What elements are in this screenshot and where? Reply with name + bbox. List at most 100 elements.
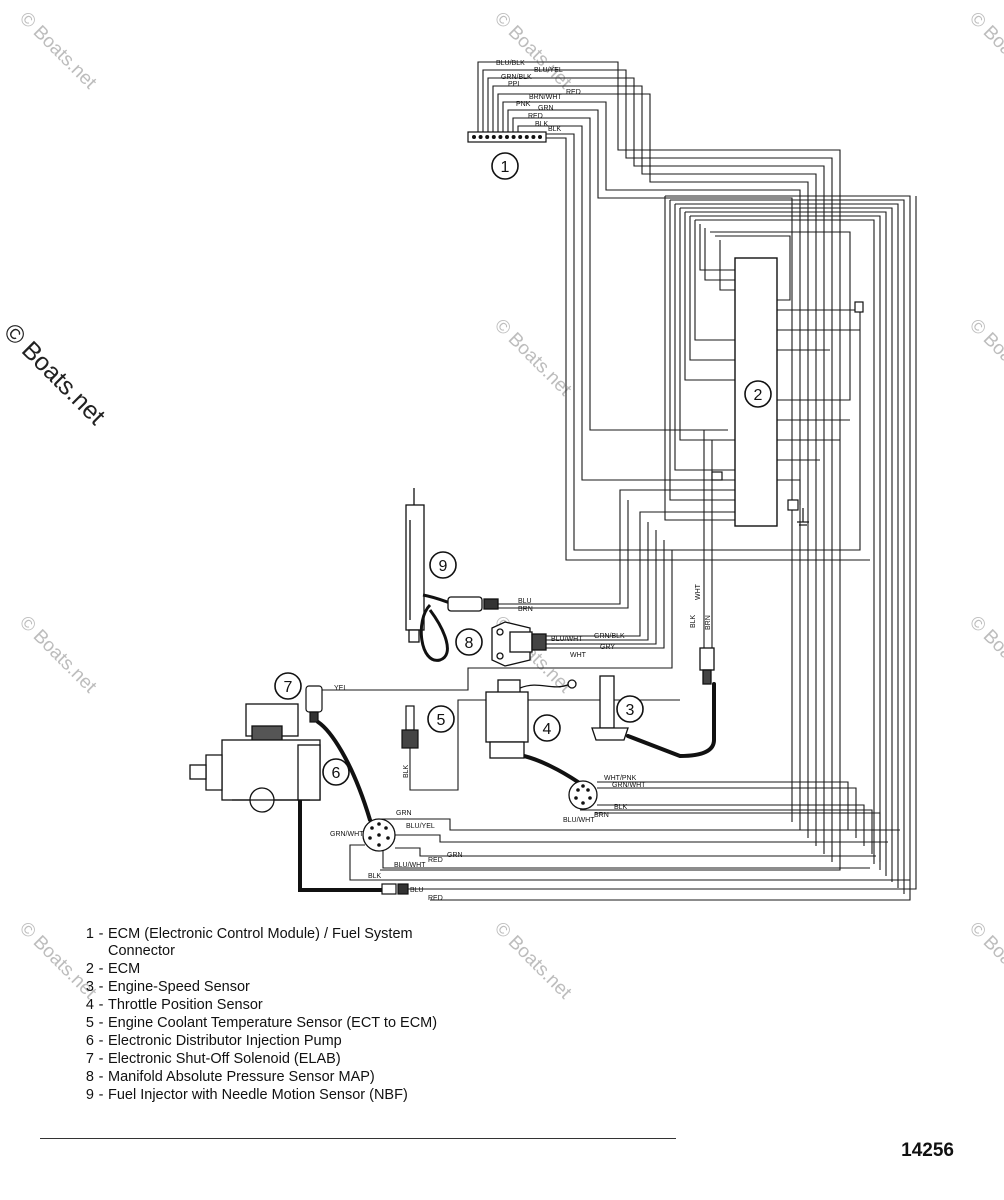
harness-wire	[507, 109, 793, 822]
ecm-fuel-system-connector	[467, 131, 547, 143]
harness-wire	[322, 550, 673, 691]
harness-wire	[409, 699, 680, 791]
sensor-cable	[316, 720, 372, 822]
legend-dash: -	[98, 979, 104, 995]
legend-text: Fuel Injector with Needle Motion Sensor …	[108, 1087, 408, 1103]
legend-item: 9-Fuel Injector with Needle Motion Senso…	[60, 1087, 480, 1104]
wire-label-speed: BRN	[705, 615, 712, 630]
svg-text:5: 5	[437, 712, 446, 729]
svg-text:4: 4	[543, 721, 552, 738]
harness-wire	[482, 69, 833, 862]
harness-wire	[487, 77, 825, 854]
throttle-position-sensor	[485, 679, 577, 759]
legend-text: Throttle Position Sensor	[108, 997, 263, 1013]
legend-dash: -	[98, 1015, 104, 1031]
wire-label-connector: BLK	[548, 126, 562, 133]
wire-label-connector: PPL	[508, 81, 521, 88]
wire-label-pump: BLK	[368, 873, 382, 880]
legend-item: 6-Electronic Distributor Injection Pump	[60, 1033, 480, 1050]
pump-connector	[362, 818, 396, 852]
map-sensor	[491, 621, 547, 667]
legend-item: 1-ECM (Electronic Control Module) / Fuel…	[60, 926, 480, 960]
watermark: © Boats.net	[490, 918, 576, 1004]
legend-item: 2-ECM	[60, 961, 480, 978]
legend-number: 6	[85, 1033, 94, 1049]
legend-dash: -	[98, 1087, 104, 1103]
callout-4: 4	[533, 714, 561, 742]
harness-wire	[597, 804, 865, 846]
harness-wire	[685, 211, 887, 876]
harness-wire	[694, 220, 735, 341]
legend-item: 5-Engine Coolant Temperature Sensor (ECT…	[60, 1015, 480, 1032]
harness-wire	[595, 812, 881, 862]
wire-label-map: BLU/WHT	[551, 636, 583, 643]
harness-wire	[669, 200, 735, 501]
wire-label-connector: RED	[566, 89, 581, 96]
wire-label-solenoid: YEL	[334, 685, 347, 692]
harness-wire	[498, 489, 735, 605]
divider-rule	[40, 1138, 676, 1139]
callout-1: 1	[491, 152, 519, 180]
wire-label-pump: GRN/WHT	[330, 831, 364, 838]
harness-wire	[695, 219, 875, 864]
svg-text:7: 7	[284, 679, 293, 696]
wire-label-injector: BRN	[518, 606, 533, 613]
harness-wire	[580, 809, 873, 854]
legend-dash: -	[98, 1033, 104, 1049]
legend-item: 7-Electronic Shut-Off Solenoid (ELAB)	[60, 1051, 480, 1068]
svg-text:9: 9	[439, 558, 448, 575]
legend-number: 5	[85, 1015, 94, 1031]
wire-label-connector: BLU/BLK	[496, 60, 525, 67]
harness-wire	[597, 781, 849, 830]
legend-number: 3	[85, 979, 94, 995]
harness-wire	[699, 224, 735, 271]
wire-label-throttle: BRN	[594, 812, 609, 819]
legend-text: ECM (Electronic Control Module) / Fuel S…	[108, 926, 413, 959]
harness-wire	[710, 231, 851, 401]
harness-wire	[546, 522, 649, 641]
wire-label-pump: BLU/YEL	[406, 823, 435, 830]
legend-text: Electronic Shut-Off Solenoid (ELAB)	[108, 1051, 341, 1067]
callout-8: 8	[455, 628, 483, 656]
harness-wire	[689, 216, 735, 361]
wire-label-pump: BLU/WHT	[394, 862, 426, 869]
harness-wire	[395, 847, 876, 857]
wire-label-pump: RED	[428, 895, 443, 902]
harness-wire	[670, 199, 905, 894]
legend-number: 8	[85, 1069, 94, 1085]
wire-label-throttle: BLK	[614, 804, 628, 811]
legend-dash: -	[98, 961, 104, 977]
legend-number: 4	[85, 997, 94, 1013]
harness-wire	[704, 228, 735, 281]
harness-wire	[680, 207, 893, 882]
shutoff-solenoid	[305, 685, 323, 723]
legend-text: Manifold Absolute Pressure Sensor MAP)	[108, 1069, 375, 1085]
legend-number: 7	[85, 1051, 94, 1067]
harness-wire	[684, 212, 735, 381]
harness-wire	[777, 479, 801, 505]
wire-label-map: WHT	[570, 652, 587, 659]
callout-3: 3	[616, 695, 644, 723]
sensor-cable	[626, 682, 716, 759]
harness-wire	[715, 235, 791, 301]
wire-label-map: GRN/BLK	[594, 633, 625, 640]
harness-wire	[430, 195, 911, 901]
callout-6: 6	[322, 758, 350, 786]
fuel-injector	[405, 488, 499, 662]
wire-label-injector: BLU	[518, 598, 532, 605]
legend-dash: -	[98, 926, 104, 942]
throttle-connector	[568, 780, 598, 810]
wire-label-map: GRY	[600, 644, 615, 651]
legend-text: Engine Coolant Temperature Sensor (ECT t…	[108, 1015, 438, 1031]
legend-item: 4-Throttle Position Sensor	[60, 997, 480, 1014]
harness-wire	[497, 93, 809, 838]
svg-text:1: 1	[501, 159, 510, 176]
wire-label-throttle: GRN/WHT	[612, 782, 646, 789]
callout-9: 9	[429, 551, 457, 579]
legend-text: ECM	[108, 961, 141, 977]
legend-list: 1-ECM (Electronic Control Module) / Fuel…	[60, 926, 480, 1105]
callout-7: 7	[274, 672, 302, 700]
harness-wire	[719, 240, 735, 291]
legend-number: 1	[85, 926, 94, 942]
